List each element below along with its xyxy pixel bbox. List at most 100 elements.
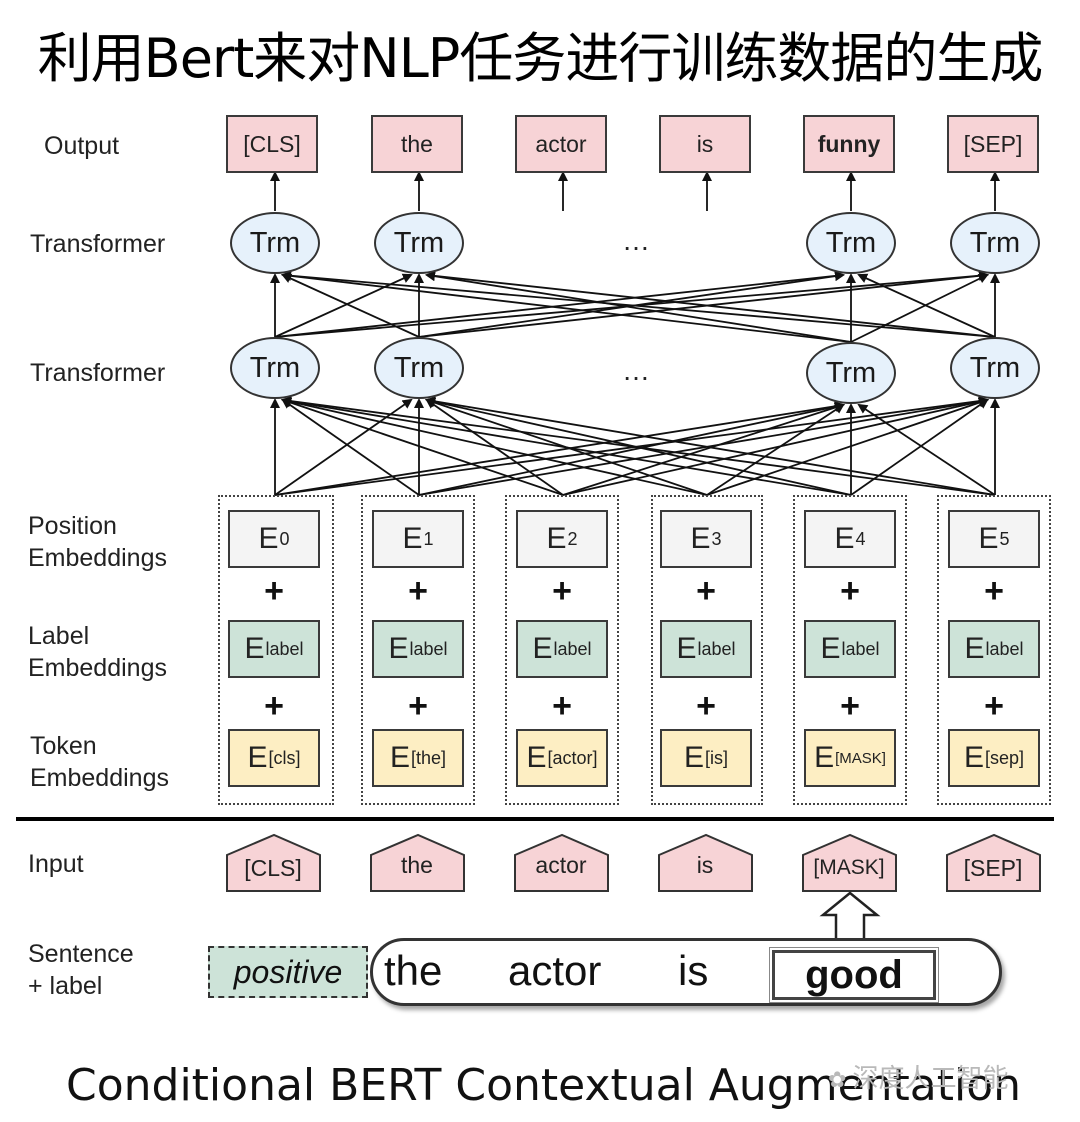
- attention-arrow: [281, 273, 420, 338]
- token-embedding-0: E[cls]: [228, 729, 320, 787]
- plus-sign: +: [696, 687, 716, 725]
- row-label-sentence-1: Sentence: [28, 940, 134, 968]
- sentence-word: is: [678, 947, 709, 994]
- embedding-arrow: [706, 403, 845, 496]
- token-embedding-1: E[the]: [372, 729, 464, 787]
- output-box-cls: [CLS]: [226, 115, 318, 173]
- trm-node-bottom-4: Trm: [806, 342, 896, 404]
- sentence-pill: [370, 938, 1002, 1006]
- embedding-arrow: [425, 397, 708, 496]
- row-label-input: Input: [28, 850, 84, 878]
- embedding-column-1: [361, 495, 475, 805]
- ellipsis-top: …: [622, 225, 652, 256]
- row-label-position-1: Position: [28, 512, 117, 540]
- attention-arrow: [281, 270, 852, 343]
- attention-arrow: [850, 274, 989, 343]
- diagram-title: 利用Bert来对NLP任务进行训练数据的生成: [37, 27, 1044, 90]
- trm-node-top-4: Trm: [806, 212, 896, 274]
- embedding-arrow: [281, 397, 564, 496]
- input-token-cls: [CLS]: [244, 855, 302, 881]
- row-label-position-2: Embeddings: [28, 544, 167, 572]
- output-box-the: the: [371, 115, 463, 173]
- watermark-text: 深度人工智能: [852, 1063, 1009, 1093]
- row-label-label-1: Label: [28, 622, 90, 650]
- sentence-label-tag: positive: [208, 946, 368, 998]
- trm-node-top-0: Trm: [230, 212, 320, 274]
- attention-arrow: [274, 270, 845, 338]
- embedding-arrow: [706, 397, 989, 496]
- attention-arrow: [425, 270, 996, 338]
- embedding-arrow: [418, 401, 845, 496]
- embedding-arrow: [857, 403, 996, 496]
- token-embedding-4: E[MASK]: [804, 729, 896, 787]
- output-box-is: is: [659, 115, 751, 173]
- input-token-actor: actor: [535, 852, 587, 878]
- attention-arrow: [857, 273, 996, 338]
- embedding-column-0: [218, 495, 334, 805]
- embedding-arrow: [418, 396, 989, 496]
- input-token-mask: [MASK]: [813, 856, 885, 879]
- watermark: ✿ 深度人工智能: [828, 1058, 1009, 1095]
- plus-sign: +: [984, 572, 1004, 610]
- embedding-arrow: [274, 398, 413, 496]
- trm-node-bottom-5: Trm: [950, 337, 1040, 399]
- row-label-token-2: Embeddings: [30, 764, 169, 792]
- plus-sign: +: [552, 572, 572, 610]
- embedding-column-2: [505, 495, 619, 805]
- watermark-icon: ✿: [828, 1067, 853, 1092]
- plus-sign: +: [840, 572, 860, 610]
- sentence-word: actor: [508, 947, 602, 994]
- embedding-column-5: [937, 495, 1051, 805]
- embedding-arrow: [425, 398, 564, 496]
- embedding-column-3: [651, 495, 763, 805]
- token-embedding-5: E[sep]: [948, 729, 1040, 787]
- attention-arrow: [274, 273, 413, 338]
- output-box-sep: [SEP]: [947, 115, 1039, 173]
- plus-sign: +: [264, 572, 284, 610]
- input-token-the: the: [401, 852, 433, 878]
- input-token-sep: [SEP]: [963, 855, 1023, 881]
- diagram-caption: Conditional BERT Contextual Augmentation: [66, 1060, 1022, 1111]
- row-label-token-1: Token: [30, 732, 97, 760]
- plus-sign: +: [984, 687, 1004, 725]
- trm-node-top-1: Trm: [374, 212, 464, 274]
- plus-sign: +: [264, 687, 284, 725]
- plus-sign: +: [696, 572, 716, 610]
- row-label-label-2: Embeddings: [28, 654, 167, 682]
- embedding-arrow: [274, 401, 845, 496]
- plus-sign: +: [552, 687, 572, 725]
- embedding-arrow: [281, 398, 420, 496]
- trm-node-top-5: Trm: [950, 212, 1040, 274]
- embedding-arrow: [562, 396, 989, 496]
- input-token-is: is: [696, 852, 714, 878]
- trm-node-bottom-1: Trm: [374, 337, 464, 399]
- row-label-transformer-bottom: Transformer: [30, 359, 166, 387]
- attention-arrow: [425, 271, 852, 343]
- plus-sign: +: [408, 572, 428, 610]
- plus-sign: +: [408, 687, 428, 725]
- ellipsis-bottom: …: [622, 355, 652, 386]
- trm-node-bottom-0: Trm: [230, 337, 320, 399]
- embedding-column-4: [793, 495, 907, 805]
- token-embedding-3: E[is]: [660, 729, 752, 787]
- token-embedding-2: E[actor]: [516, 729, 608, 787]
- output-box-actor: actor: [515, 115, 607, 173]
- plus-sign: +: [840, 687, 860, 725]
- sentence-word: the: [384, 947, 443, 994]
- section-divider: [16, 817, 1054, 821]
- embedding-arrow: [850, 398, 989, 496]
- embedding-arrow: [562, 402, 845, 496]
- embedding-arrow: [274, 396, 989, 496]
